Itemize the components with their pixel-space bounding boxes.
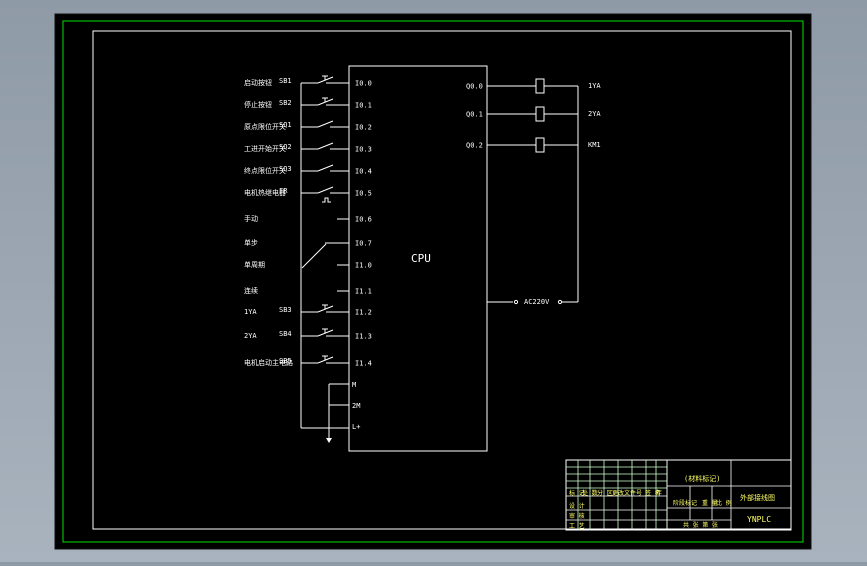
input-device-code: SQ3 xyxy=(279,165,292,173)
drawing-code: YNPLC xyxy=(747,515,771,524)
input-device-code: SQ2 xyxy=(279,143,292,151)
input-device-label: 手动 xyxy=(244,214,258,223)
selector-switch-blade xyxy=(301,243,327,269)
output-port-label: Q0.1 xyxy=(466,111,483,119)
input-device-label: 2YA xyxy=(244,332,257,340)
input-port-label: I0.1 xyxy=(355,102,372,110)
contact-blade xyxy=(317,186,334,194)
title-block-label-8: 工 艺 xyxy=(569,522,585,530)
output-load-label: KM1 xyxy=(588,141,601,149)
input-port-label: I0.0 xyxy=(355,80,372,88)
input-device-label: 电机热继电器 xyxy=(244,188,286,197)
title-block-label-7: 审 核 xyxy=(569,512,585,520)
supply-terminal xyxy=(557,299,563,305)
cpu-label: CPU xyxy=(411,252,431,265)
input-device-label: 单步 xyxy=(244,238,258,247)
input-device-label: 原点限位开关 xyxy=(244,122,286,131)
input-port-label: I0.4 xyxy=(355,168,372,176)
title-block-label-3: 更改文件号 xyxy=(612,489,642,497)
input-channel: I1.2 1YA SB3 xyxy=(244,304,372,317)
ground-arrow xyxy=(326,438,332,443)
stage-label-1: 重 量 xyxy=(702,499,718,507)
output-load-label: 2YA xyxy=(588,110,601,118)
input-port-label: I0.2 xyxy=(355,124,372,132)
input-port-label: I0.6 xyxy=(355,216,372,224)
input-port-label: I0.5 xyxy=(355,190,372,198)
drawing-title: 外部接线图 xyxy=(740,493,775,502)
input-device-code: SB5 xyxy=(279,357,292,365)
title-block-label-6: 设 计 xyxy=(569,502,585,510)
cpu-block xyxy=(348,65,488,452)
sheet-outer-border xyxy=(62,20,804,543)
thermal-symbol xyxy=(322,197,331,203)
input-port-label: I1.1 xyxy=(355,288,372,296)
power-port-label: L+ xyxy=(352,423,360,431)
input-device-label: 终点限位开关 xyxy=(244,166,286,175)
supply-label: AC220V xyxy=(524,298,550,306)
title-block-label-0: 标 记 xyxy=(569,489,585,497)
input-device-code: SB4 xyxy=(279,330,292,338)
input-channel: I1.3 2YA SB4 xyxy=(244,328,372,341)
supply-terminal xyxy=(513,299,519,305)
input-channel: I0.6 手动 xyxy=(244,214,372,224)
drawing-sheet xyxy=(54,13,812,550)
input-port-label: I1.4 xyxy=(355,360,372,368)
input-port-label: I0.7 xyxy=(355,240,372,248)
input-device-label: 停止按钮 xyxy=(244,100,272,109)
input-device-code: SB1 xyxy=(279,77,292,85)
input-port-label: I1.3 xyxy=(355,333,372,341)
contact-blade xyxy=(317,120,334,128)
input-port-label: I1.0 xyxy=(355,262,372,270)
input-channel: I0.7 单步 xyxy=(244,238,372,248)
input-device-code: SB3 xyxy=(279,306,292,314)
output-port-label: Q0.2 xyxy=(466,142,483,150)
input-device-code: FR xyxy=(279,187,288,195)
input-device-code: SQ1 xyxy=(279,121,292,129)
stage-label-2: 比 例 xyxy=(716,499,732,507)
stage-label-0: 阶段标记 xyxy=(673,499,697,507)
title-block-label-1: 处 数 xyxy=(582,489,598,497)
contact-blade xyxy=(317,164,334,172)
title-block-label-4: 签 名 xyxy=(645,489,661,497)
material-note: (材料标记) xyxy=(684,474,720,483)
title-block: (材料标记) 外部接线图 YNPLC 标 记 处 数 分 区 更改文件号 签 名… xyxy=(565,459,792,531)
input-channel: I1.1 连续 xyxy=(244,286,372,296)
input-device-label: 1YA xyxy=(244,308,257,316)
input-device-label: 连续 xyxy=(244,286,258,295)
input-device-code: SB2 xyxy=(279,99,292,107)
contact-blade xyxy=(317,142,334,150)
output-load-label: 1YA xyxy=(588,82,601,90)
power-port-label: M xyxy=(352,381,356,389)
title-block-label-5: 年 xyxy=(656,489,662,497)
output-channel: Q0.0 1YA xyxy=(466,78,601,94)
output-channel: Q0.2 KM1 xyxy=(466,137,601,153)
output-channel: Q0.1 2YA xyxy=(466,106,601,122)
input-port-label: I1.2 xyxy=(355,309,372,317)
title-block-frame xyxy=(565,459,792,531)
input-channel: I1.0 单周期 xyxy=(244,260,372,270)
input-device-label: 单周期 xyxy=(244,260,265,269)
input-channel: I0.1 停止按钮 SB2 xyxy=(244,97,372,110)
input-device-label: 启动按钮 xyxy=(244,78,272,87)
input-device-label: 工进开始开关 xyxy=(244,144,286,153)
power-port-label: 2M xyxy=(352,402,360,410)
title-block-label-2: 分 区 xyxy=(597,489,613,497)
input-device-label: 电机启动主电路 xyxy=(244,358,293,367)
output-port-label: Q0.0 xyxy=(466,83,483,91)
sheet-label: 共 张 第 张 xyxy=(683,521,718,529)
sheet-inner-border xyxy=(92,30,792,530)
input-port-label: I0.3 xyxy=(355,146,372,154)
title-block-grid xyxy=(566,460,791,530)
input-channel: I0.0 启动按钮 SB1 xyxy=(244,75,372,88)
